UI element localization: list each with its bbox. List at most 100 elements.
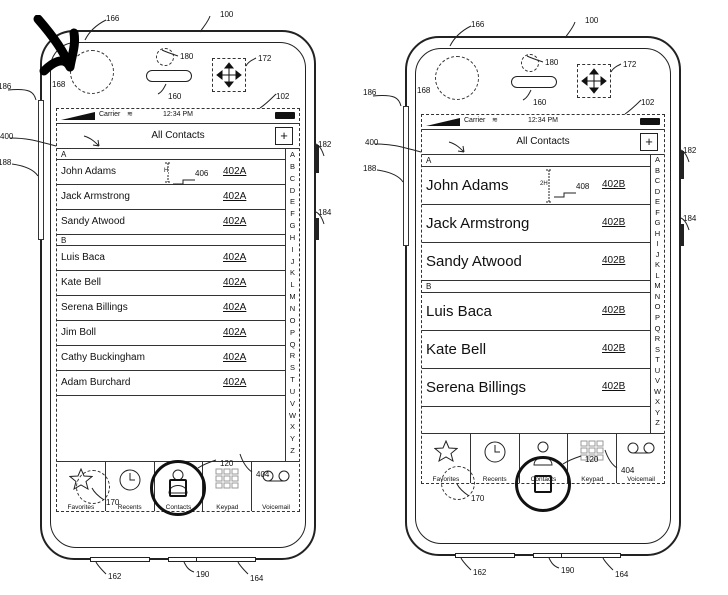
index-letter[interactable]: L [290, 280, 295, 290]
side-button-upper[interactable] [679, 151, 684, 179]
tab-keypad[interactable]: Keypad [203, 462, 253, 511]
nav-bar: All Contacts+ [57, 124, 299, 149]
ref-406: 406 [195, 168, 209, 178]
index-letter[interactable]: Q [289, 339, 296, 349]
row-reference-label: 402A [223, 251, 247, 263]
index-letter[interactable]: V [289, 398, 295, 408]
ref-188: 188 [363, 164, 377, 173]
index-letter[interactable]: D [654, 186, 661, 196]
index-letter[interactable]: M [654, 281, 661, 291]
row-height-leader [554, 186, 576, 204]
index-letter[interactable]: B [654, 165, 660, 175]
tab-voicemail[interactable]: Voicemail [252, 462, 299, 511]
index-letter[interactable]: K [654, 260, 660, 270]
index-letter[interactable]: K [289, 268, 295, 278]
contact-name: Cathy Buckingham [61, 351, 145, 363]
index-letter[interactable]: U [654, 365, 661, 375]
index-letter[interactable]: V [654, 376, 660, 386]
index-letter[interactable]: Y [654, 407, 660, 417]
index-letter[interactable]: R [289, 351, 296, 361]
index-letter[interactable]: X [289, 422, 295, 432]
index-letter[interactable]: E [289, 197, 295, 207]
index-letter[interactable]: I [656, 239, 659, 249]
tab-recents[interactable]: Recents [471, 434, 520, 483]
signal-strength-icon [61, 112, 95, 120]
nav-bar: All Contacts+ [422, 130, 664, 155]
index-letter[interactable]: P [654, 312, 660, 322]
index-letter[interactable]: A [654, 155, 660, 164]
index-letter[interactable]: M [289, 292, 296, 302]
index-letter[interactable]: T [655, 355, 660, 365]
add-contact-button[interactable]: + [275, 127, 293, 145]
index-letter[interactable]: S [289, 363, 295, 373]
sensor-circle [156, 48, 174, 66]
index-letter[interactable]: H [289, 232, 296, 242]
ref-172: 172 [623, 60, 637, 69]
side-button-upper[interactable] [314, 145, 319, 173]
home-button[interactable] [515, 456, 571, 512]
index-letter[interactable]: X [654, 397, 660, 407]
index-letter[interactable]: O [654, 302, 661, 312]
index-letter[interactable]: H [654, 228, 661, 238]
index-letter[interactable]: J [290, 256, 295, 266]
index-letter[interactable]: G [289, 221, 296, 231]
ref-102: 102 [276, 92, 290, 101]
index-letter[interactable]: A [289, 150, 295, 159]
home-square-icon [534, 475, 552, 493]
index-letter[interactable]: C [654, 176, 661, 186]
index-letter[interactable]: O [289, 315, 296, 325]
index-letter[interactable]: J [655, 249, 660, 259]
index-letter[interactable]: N [289, 303, 296, 313]
tab-label: Favorites [67, 504, 95, 511]
index-letter[interactable]: Q [654, 323, 661, 333]
index-letter[interactable]: P [289, 327, 295, 337]
index-letter[interactable]: S [654, 344, 660, 354]
index-letter[interactable]: Z [290, 446, 295, 456]
index-letter[interactable]: E [654, 197, 660, 207]
index-letter[interactable]: W [653, 386, 662, 396]
index-letter[interactable]: D [289, 185, 296, 195]
index-letter[interactable]: R [654, 334, 661, 344]
tab-voicemail[interactable]: Voicemail [617, 434, 664, 483]
ref-406: 408 [576, 182, 590, 191]
index-letter[interactable]: Z [655, 418, 660, 428]
side-button-lower[interactable] [314, 218, 319, 240]
index-letter[interactable]: L [655, 270, 660, 280]
index-letter[interactable]: B [289, 161, 295, 171]
index-letter[interactable]: Y [289, 434, 295, 444]
index-letter[interactable]: F [655, 207, 660, 217]
add-contact-button[interactable]: + [640, 133, 658, 151]
index-letter[interactable]: F [290, 209, 295, 219]
tab-keypad[interactable]: Keypad [568, 434, 618, 483]
side-button-lower[interactable] [679, 224, 684, 246]
index-letter[interactable]: T [290, 375, 295, 385]
bottom-port-right [561, 553, 621, 558]
index-letter[interactable]: W [288, 410, 297, 420]
index-letter[interactable]: N [654, 291, 661, 301]
bottom-sensor-circle [76, 470, 110, 504]
home-button[interactable] [150, 460, 206, 516]
index-letter[interactable]: I [291, 244, 294, 254]
index-letter[interactable]: U [289, 386, 296, 396]
index-letter[interactable]: C [289, 173, 296, 183]
index-letter[interactable]: G [654, 218, 661, 228]
ref-164: 164 [615, 570, 629, 579]
